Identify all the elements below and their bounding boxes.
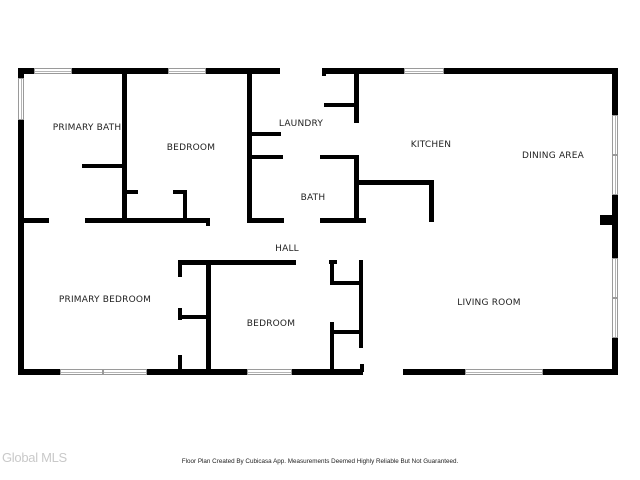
- wall-interior: [324, 103, 358, 107]
- wall-interior: [122, 68, 127, 223]
- room-label-primary-bath: PRIMARY BATH: [52, 123, 122, 133]
- wall-interior: [178, 260, 296, 265]
- window: [247, 369, 292, 375]
- window: [60, 369, 103, 375]
- window: [103, 369, 147, 375]
- wall-interior: [247, 68, 252, 223]
- wall-top-left: [18, 68, 280, 74]
- wall-interior: [322, 68, 326, 76]
- footer-disclaimer: Floor Plan Created By Cubicasa App. Meas…: [181, 458, 459, 465]
- wall-interior: [247, 218, 284, 223]
- wall-interior: [354, 155, 359, 223]
- wall-interior: [330, 281, 362, 285]
- room-label-bedroom-2: BEDROOM: [246, 319, 296, 329]
- window: [612, 115, 618, 155]
- wall-interior: [18, 218, 49, 223]
- wall-interior: [360, 364, 364, 372]
- window: [612, 298, 618, 338]
- wall-interior: [249, 155, 283, 159]
- window: [168, 68, 206, 74]
- wall-top-right: [322, 68, 618, 74]
- wall-interior: [124, 190, 138, 194]
- window: [404, 68, 444, 74]
- wall-interior: [356, 180, 434, 185]
- room-label-dining-area: DINING AREA: [522, 151, 584, 161]
- room-label-kitchen: KITCHEN: [410, 140, 452, 150]
- wall-interior: [206, 218, 210, 226]
- wall-interior: [330, 322, 334, 372]
- wall-bottom-left: [18, 369, 363, 375]
- room-label-primary-bedroom: PRIMARY BEDROOM: [58, 295, 152, 305]
- wall-interior: [173, 190, 187, 194]
- wall-right: [612, 68, 618, 375]
- wall-interior: [178, 260, 182, 277]
- window: [465, 369, 543, 375]
- wall-interior: [178, 308, 182, 320]
- wall-bump-right: [600, 215, 614, 225]
- window: [612, 258, 618, 298]
- wall-interior: [354, 68, 359, 123]
- window: [34, 68, 72, 74]
- wall-interior: [82, 164, 124, 168]
- wall-interior: [183, 190, 187, 222]
- window: [612, 155, 618, 195]
- wall-interior: [359, 260, 363, 348]
- window: [18, 78, 24, 120]
- room-label-hall: HALL: [275, 244, 299, 254]
- room-label-bath: BATH: [300, 193, 326, 203]
- wall-interior: [178, 355, 182, 371]
- wall-interior: [320, 218, 366, 223]
- wall-interior: [330, 260, 334, 285]
- wall-interior: [85, 218, 210, 223]
- wall-interior: [206, 260, 211, 372]
- room-label-living-room: LIVING ROOM: [457, 298, 521, 308]
- wall-interior: [429, 180, 434, 222]
- wall-interior: [320, 155, 358, 159]
- wall-interior: [249, 132, 281, 136]
- room-label-bedroom: BEDROOM: [166, 143, 216, 153]
- room-label-laundry: LAUNDRY: [278, 119, 324, 129]
- wall-interior: [330, 330, 362, 334]
- wall-interior: [178, 315, 208, 319]
- watermark: Global MLS: [2, 450, 67, 465]
